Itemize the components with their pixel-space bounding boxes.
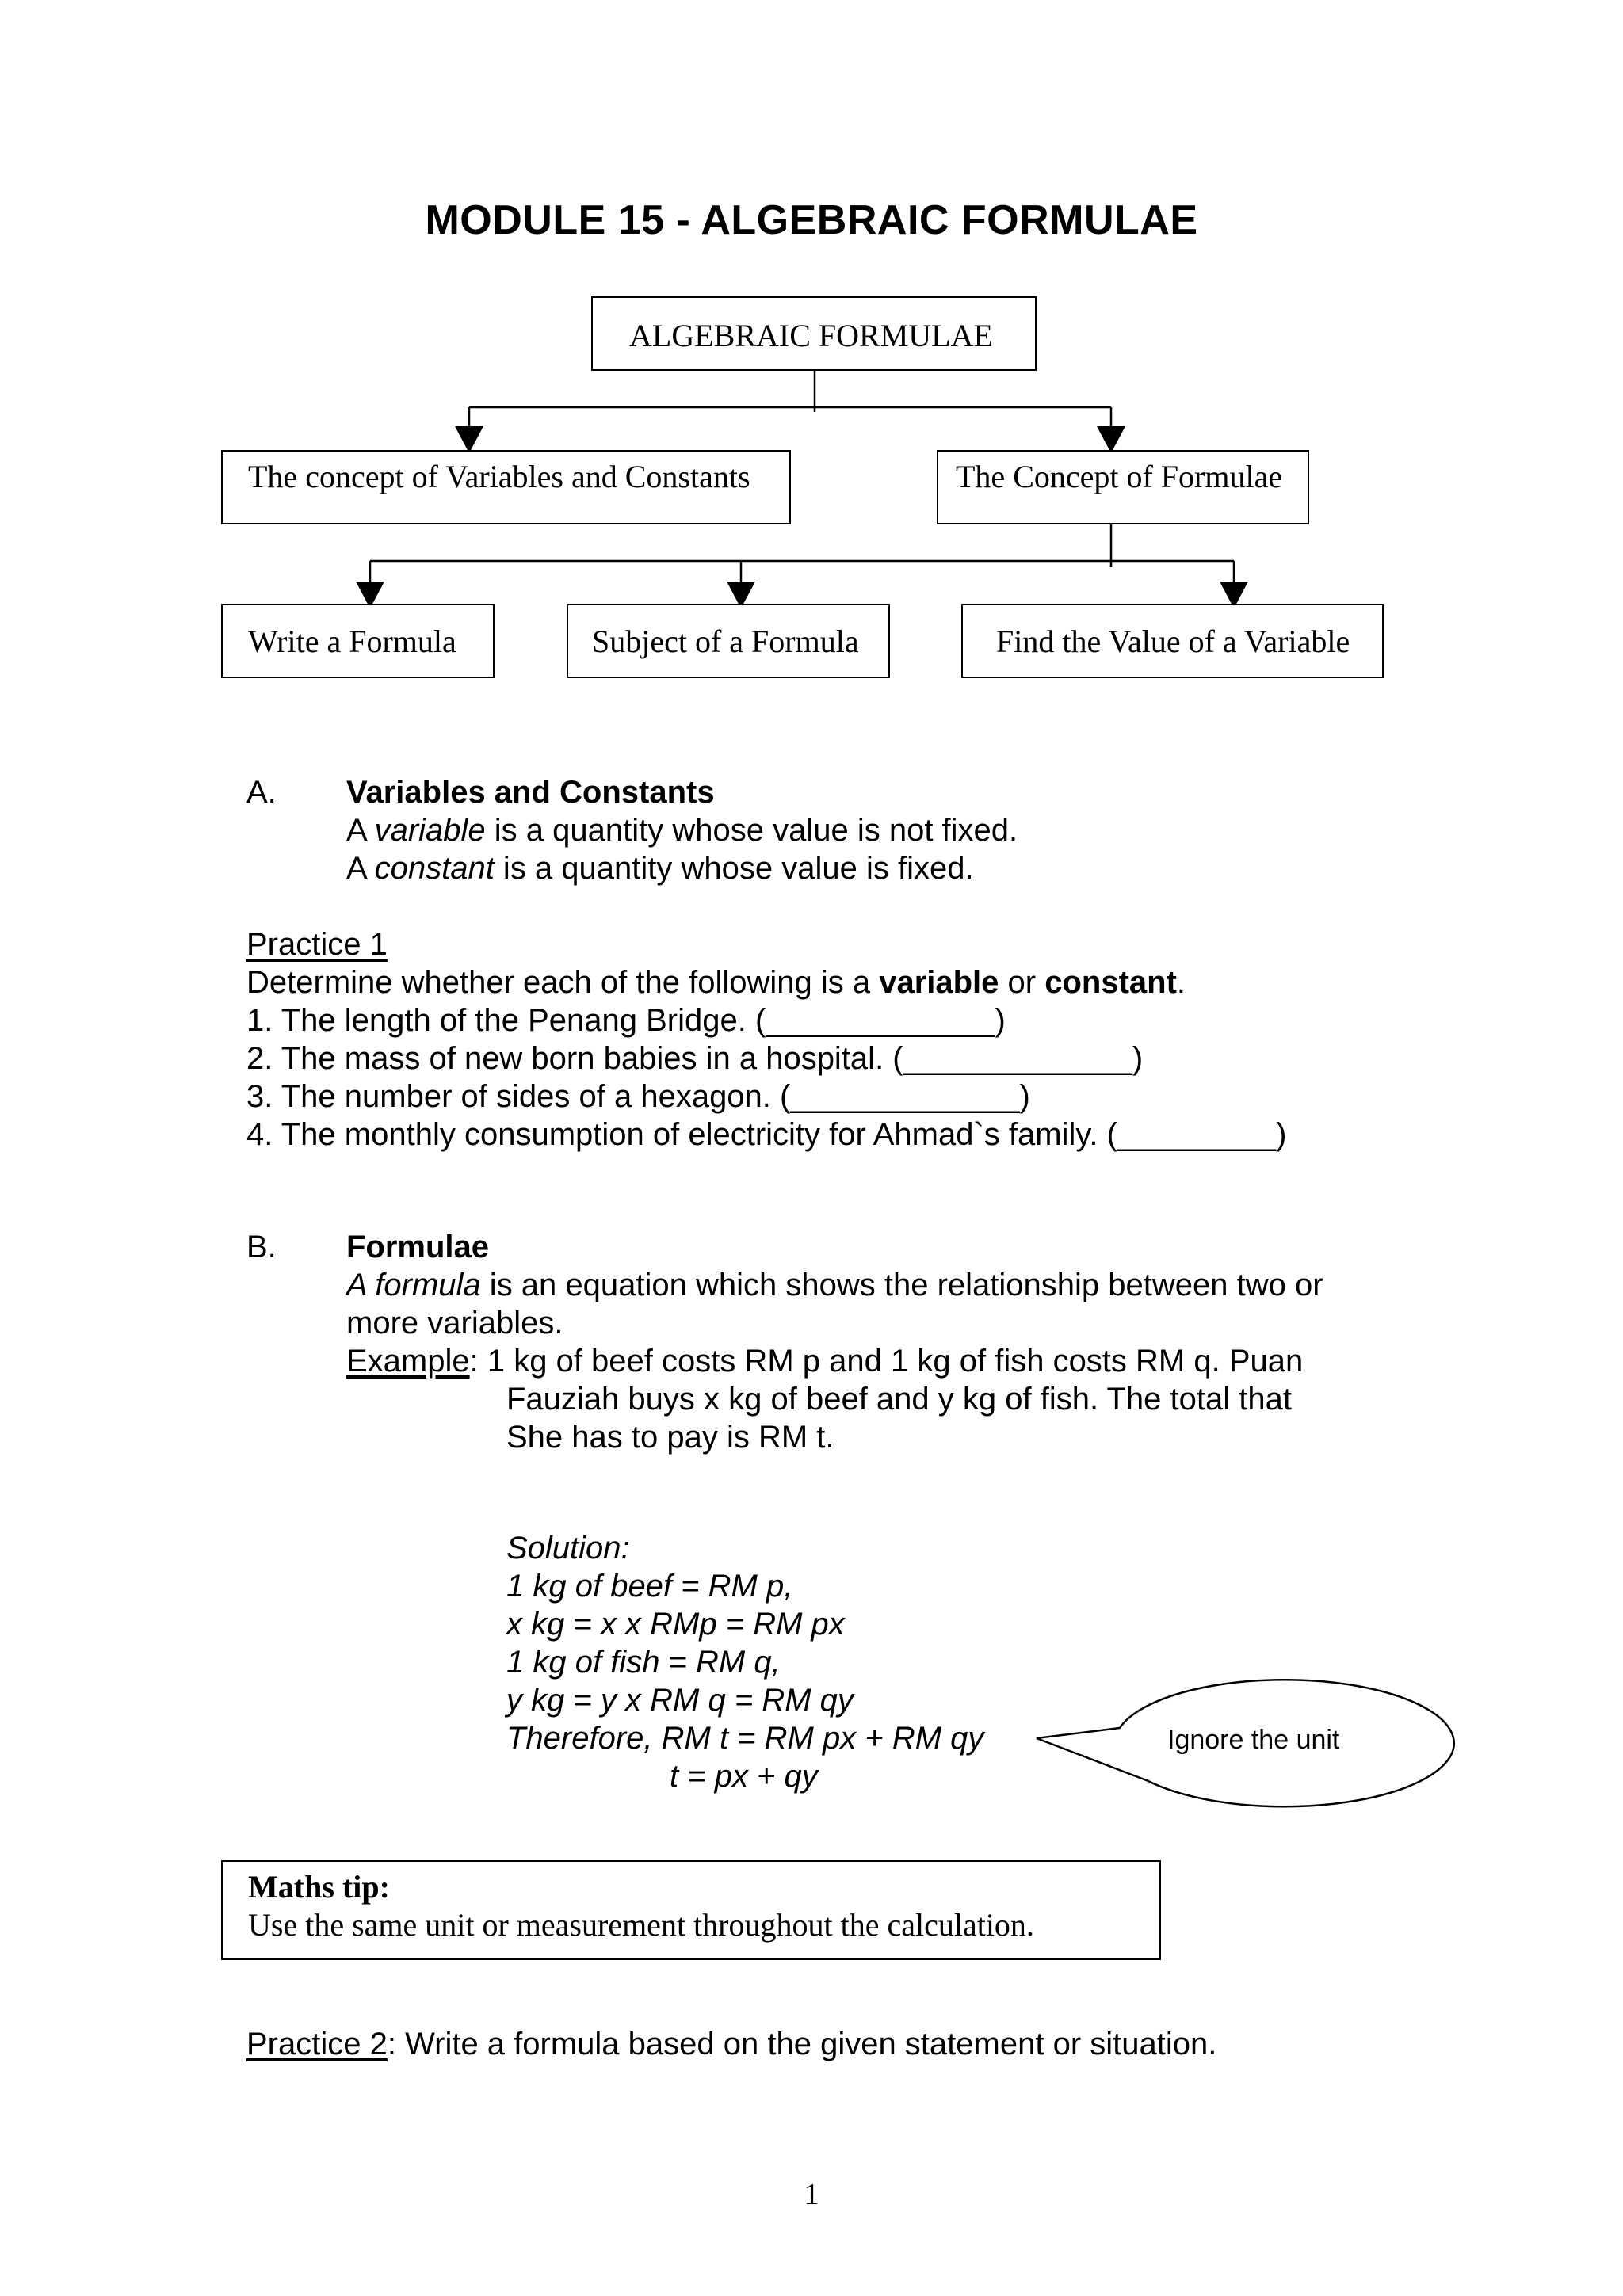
practice-2-text: : Write a formula based on the given sta… [387,2027,1217,2061]
callout-text: Ignore the unit [1167,1725,1340,1755]
practice-1-item-2: 2. The mass of new born babies in a hosp… [246,1041,1144,1076]
practice-1-title: Practice 1 [246,927,388,962]
solution-line: 1 kg of beef = RM p, [506,1569,793,1604]
maths-tip-box: Maths tip: Use the same unit or measurem… [221,1860,1161,1960]
text-span: is a quantity whose value is not fixed. [485,813,1018,848]
text-span: A [346,813,375,848]
text-span: Determine whether each of the following … [246,965,880,1000]
section-b-heading: Formulae [346,1230,490,1264]
text-span: A [346,851,375,886]
variable-term: variable [374,813,486,848]
maths-tip-text: Use the same unit or measurement through… [248,1907,1034,1943]
text-span: is a quantity whose value is fixed. [494,851,974,886]
text-span: . [1176,965,1186,1000]
practice-1-instruction: Determine whether each of the following … [246,963,1186,1001]
diagram-write-formula-box: Write a Formula [221,604,495,678]
diagram-find-value-box: Find the Value of a Variable [961,604,1384,678]
page-title: MODULE 15 - ALGEBRAIC FORMULAE [425,197,1198,243]
text-span: is an equation which shows the relations… [480,1268,1323,1302]
example-line-1: Example: 1 kg of beef costs RM p and 1 k… [346,1342,1303,1380]
diagram-variables-constants-label: The concept of Variables and Constants [248,459,750,494]
section-a-letter: A. [246,775,277,810]
example-line-2: Fauziah buys x kg of beef and y kg of fi… [506,1382,1292,1417]
diagram-formulae-concept-label: The Concept of Formulae [956,459,1283,494]
practice-2-title: Practice 2 [246,2027,388,2061]
formula-definition-line-1: A formula is an equation which shows the… [346,1266,1323,1304]
example-label: Example [346,1344,470,1379]
maths-tip-heading: Maths tip: [248,1869,390,1905]
example-line-3: She has to pay is RM t. [506,1420,834,1455]
constant-term: constant [374,851,495,886]
text-span: or [999,965,1045,1000]
section-a-heading: Variables and Constants [346,775,715,810]
text-span: : 1 kg of beef costs RM p and 1 kg of fi… [469,1344,1304,1379]
diagram-root-label: ALGEBRAIC FORMULAE [629,318,993,353]
diagram-subject-formula-label: Subject of a Formula [592,624,859,659]
solution-line: x kg = x x RMp = RM px [506,1607,845,1642]
formula-term: A formula [346,1268,481,1302]
diagram-formulae-concept-box: The Concept of Formulae [937,450,1309,524]
diagram-variables-constants-box: The concept of Variables and Constants [221,450,791,524]
section-a-variable-definition: A variable is a quantity whose value is … [346,811,1018,849]
practice-1-item-1: 1. The length of the Penang Bridge. (___… [246,1003,1006,1038]
page-number: 1 [804,2178,819,2211]
formula-definition-line-2: more variables. [346,1306,563,1341]
solution-line: Therefore, RM t = RM px + RM qy [506,1721,984,1756]
section-b-letter: B. [246,1230,277,1264]
bold-variable: variable [879,965,999,1000]
diagram-find-value-label: Find the Value of a Variable [996,624,1350,659]
bold-constant: constant [1044,965,1177,1000]
diagram-write-formula-label: Write a Formula [248,624,456,659]
diagram-root-box: ALGEBRAIC FORMULAE [591,296,1037,371]
practice-1-item-4: 4. The monthly consumption of electricit… [246,1117,1287,1152]
practice-1-item-3: 3. The number of sides of a hexagon. (__… [246,1079,1030,1114]
section-a-constant-definition: A constant is a quantity whose value is … [346,849,974,887]
solution-final-formula: t = px + qy [670,1759,818,1794]
solution-heading: Solution: [506,1531,630,1566]
solution-line: y kg = y x RM q = RM qy [506,1683,854,1718]
solution-line: 1 kg of fish = RM q, [506,1645,781,1680]
diagram-subject-formula-box: Subject of a Formula [567,604,890,678]
practice-2-line: Practice 2: Write a formula based on the… [246,2025,1216,2063]
